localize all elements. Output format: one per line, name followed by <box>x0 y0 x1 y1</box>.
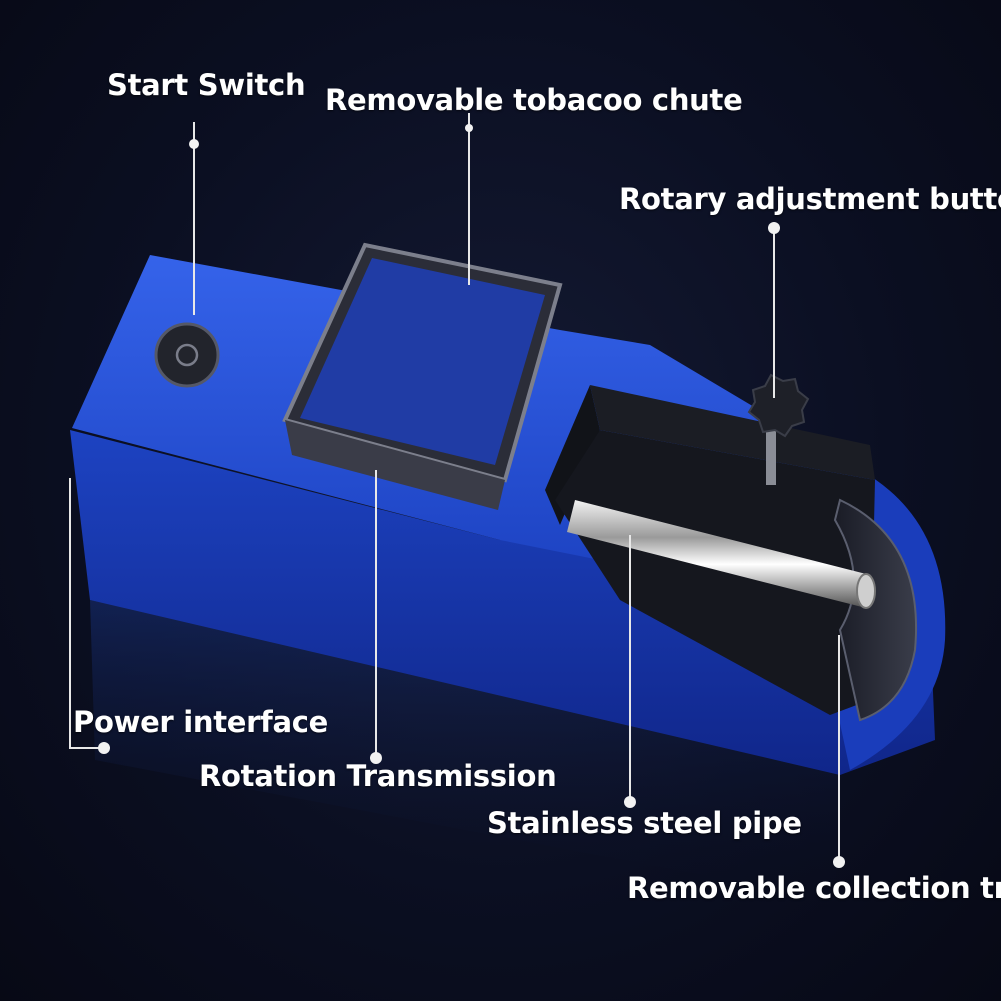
label-rotary-button: Rotary adjustment button <box>619 182 1001 216</box>
label-tobacco-chute: Removable tobacoo chute <box>325 83 743 117</box>
start-switch-button <box>154 322 220 388</box>
label-collection-tray: Removable collection tray <box>627 871 1001 905</box>
pipe-end <box>856 573 876 609</box>
label-rotation-transmission: Rotation Transmission <box>199 759 557 793</box>
rotary-knob-stem <box>766 415 776 485</box>
floor-reflection <box>90 600 840 900</box>
label-start-switch: Start Switch <box>107 68 306 102</box>
tobacco-chute-front <box>285 420 505 510</box>
rolling-bracket-side <box>545 385 600 525</box>
label-power-interface: Power interface <box>73 705 328 739</box>
label-steel-pipe: Stainless steel pipe <box>487 806 802 840</box>
rolling-bracket <box>590 385 875 480</box>
stainless-steel-pipe <box>567 500 870 607</box>
rotary-knob <box>747 373 810 438</box>
tobacco-chute-inner <box>300 258 545 465</box>
leader-dots <box>98 124 845 868</box>
leader-lines <box>69 113 840 862</box>
rolling-chamber <box>555 430 875 715</box>
machine-front-face <box>70 430 935 775</box>
power-icon <box>175 343 199 367</box>
